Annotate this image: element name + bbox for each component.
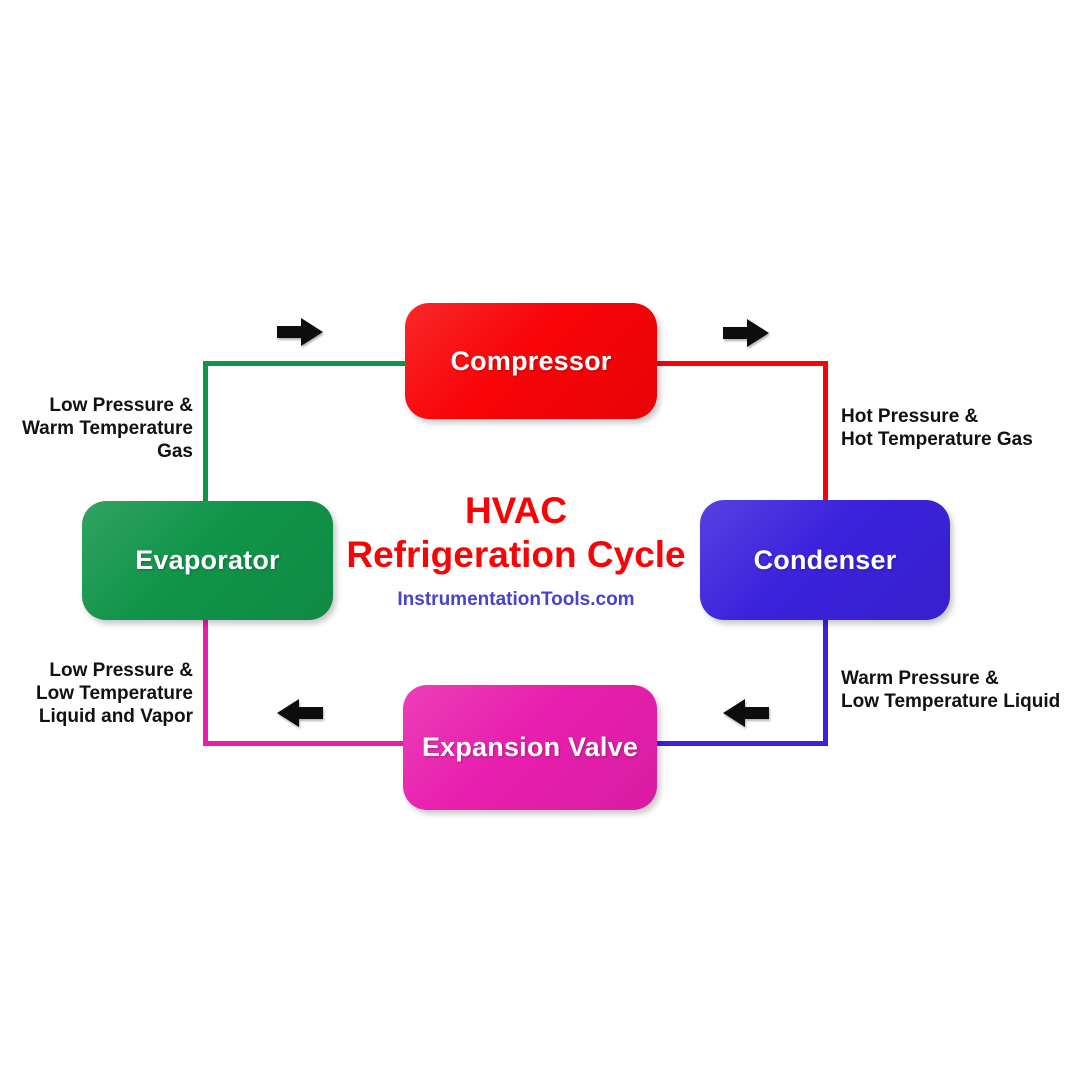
compressor-label: Compressor <box>450 345 612 376</box>
condenser-label: Condenser <box>753 544 897 575</box>
flow-arrow-right-icon <box>277 316 323 348</box>
title-line-1: HVAC <box>464 490 568 531</box>
flow-arrow-left-icon <box>723 697 769 729</box>
line-condenser-to-expansion-horizontal <box>655 741 828 746</box>
line-condenser-to-expansion-vertical <box>823 618 828 746</box>
expansion-valve-label: Expansion Valve <box>421 732 639 762</box>
line-compressor-to-condenser-horizontal <box>655 361 828 366</box>
line-evaporator-to-compressor-vertical <box>203 361 208 503</box>
line-evaporator-to-compressor-horizontal <box>203 361 407 366</box>
evaporator-label: Evaporator <box>135 545 280 575</box>
compressor-box: Compressor <box>405 303 657 419</box>
title-line-2: Refrigeration Cycle <box>346 534 686 575</box>
stream-label-compressor-to-condenser: Hot Pressure & Hot Temperature Gas <box>841 406 1033 450</box>
stream-label-expansion-valve-to-evaporator: Low Pressure & Low Temperature Liquid an… <box>36 660 193 727</box>
line-expansion-to-evaporator-vertical <box>203 618 208 746</box>
evaporator-box: Evaporator <box>82 501 333 620</box>
stream-label-condenser-to-expansion-valve: Warm Pressure & Low Temperature Liquid <box>841 668 1061 712</box>
flow-arrow-left-icon <box>277 697 323 729</box>
condenser-box: Condenser <box>700 500 950 620</box>
expansion-valve-box: Expansion Valve <box>403 685 657 810</box>
watermark-text: InstrumentationTools.com <box>397 589 635 610</box>
diagram-title: HVAC Refrigeration Cycle Instrumentation… <box>316 489 716 612</box>
line-compressor-to-condenser-vertical <box>823 361 828 502</box>
line-expansion-to-evaporator-horizontal <box>203 741 407 746</box>
flow-arrow-right-icon <box>723 317 769 349</box>
stream-label-evaporator-to-compressor: Low Pressure & Warm Temperature Gas <box>21 395 193 462</box>
